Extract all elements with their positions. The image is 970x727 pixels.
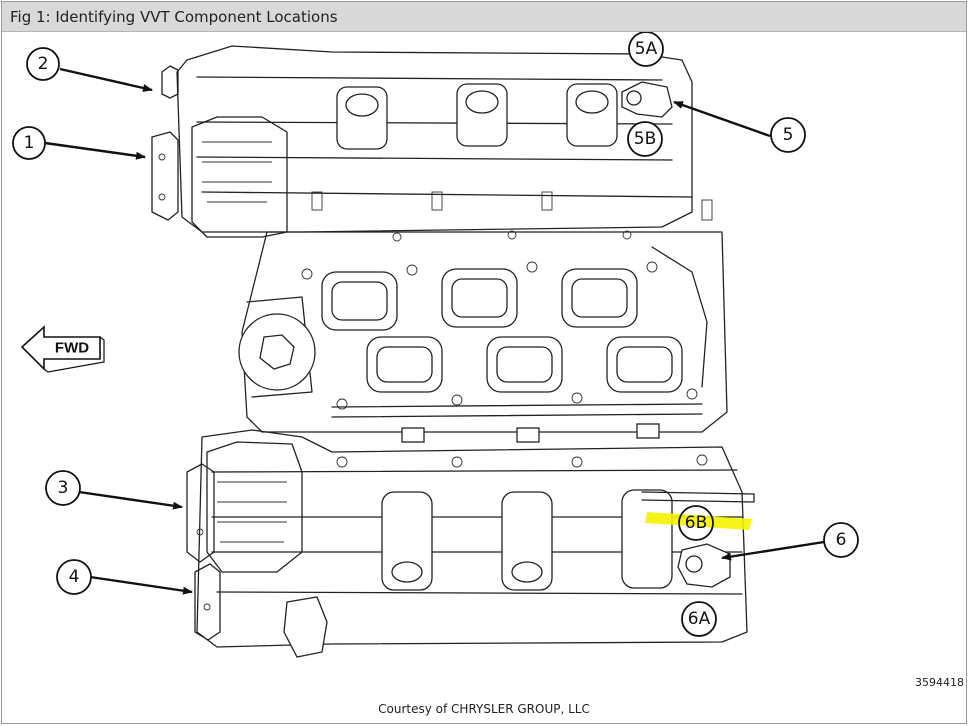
callout-6a: 6A [681, 601, 717, 637]
callout-6a-label: 6A [688, 609, 711, 629]
callout-6b-label: 6B [685, 513, 707, 533]
callout-6b: 6B [678, 505, 714, 541]
fwd-label: FWD [55, 340, 89, 357]
callout-5b: 5B [627, 121, 663, 157]
engine-drawing [151, 45, 755, 658]
callout-5b-label: 5B [634, 129, 656, 149]
callout-2-label: 2 [38, 54, 49, 74]
callout-4-label: 4 [69, 567, 80, 587]
leader-lines [44, 67, 825, 595]
figure-title: Fig 1: Identifying VVT Component Locatio… [10, 8, 338, 26]
engine-diagram: FWD 1 2 3 4 [12, 32, 859, 658]
lower-cylinder-head [186, 429, 755, 658]
callout-6: 6 [823, 522, 859, 558]
callout-3-label: 3 [58, 478, 69, 498]
upper-cylinder-head [151, 45, 713, 238]
callout-5a: 5A [628, 32, 664, 67]
callout-4: 4 [56, 559, 92, 595]
callout-5: 5 [770, 117, 806, 153]
callout-2: 2 [26, 47, 60, 81]
callout-1-label: 1 [24, 133, 35, 153]
figure-code: 3594418 [915, 676, 964, 689]
title-bar: Fig 1: Identifying VVT Component Locatio… [2, 2, 966, 32]
callout-1: 1 [12, 126, 46, 160]
callout-6-label: 6 [836, 530, 847, 550]
callout-3: 3 [45, 470, 81, 506]
highlight-6b [645, 512, 752, 530]
engine-block-valley [238, 230, 728, 443]
callout-5-label: 5 [783, 125, 794, 145]
figure-credit: Courtesy of CHRYSLER GROUP, LLC [378, 702, 590, 716]
forward-direction-arrow: FWD [20, 325, 105, 373]
callout-5a-label: 5A [635, 39, 658, 59]
